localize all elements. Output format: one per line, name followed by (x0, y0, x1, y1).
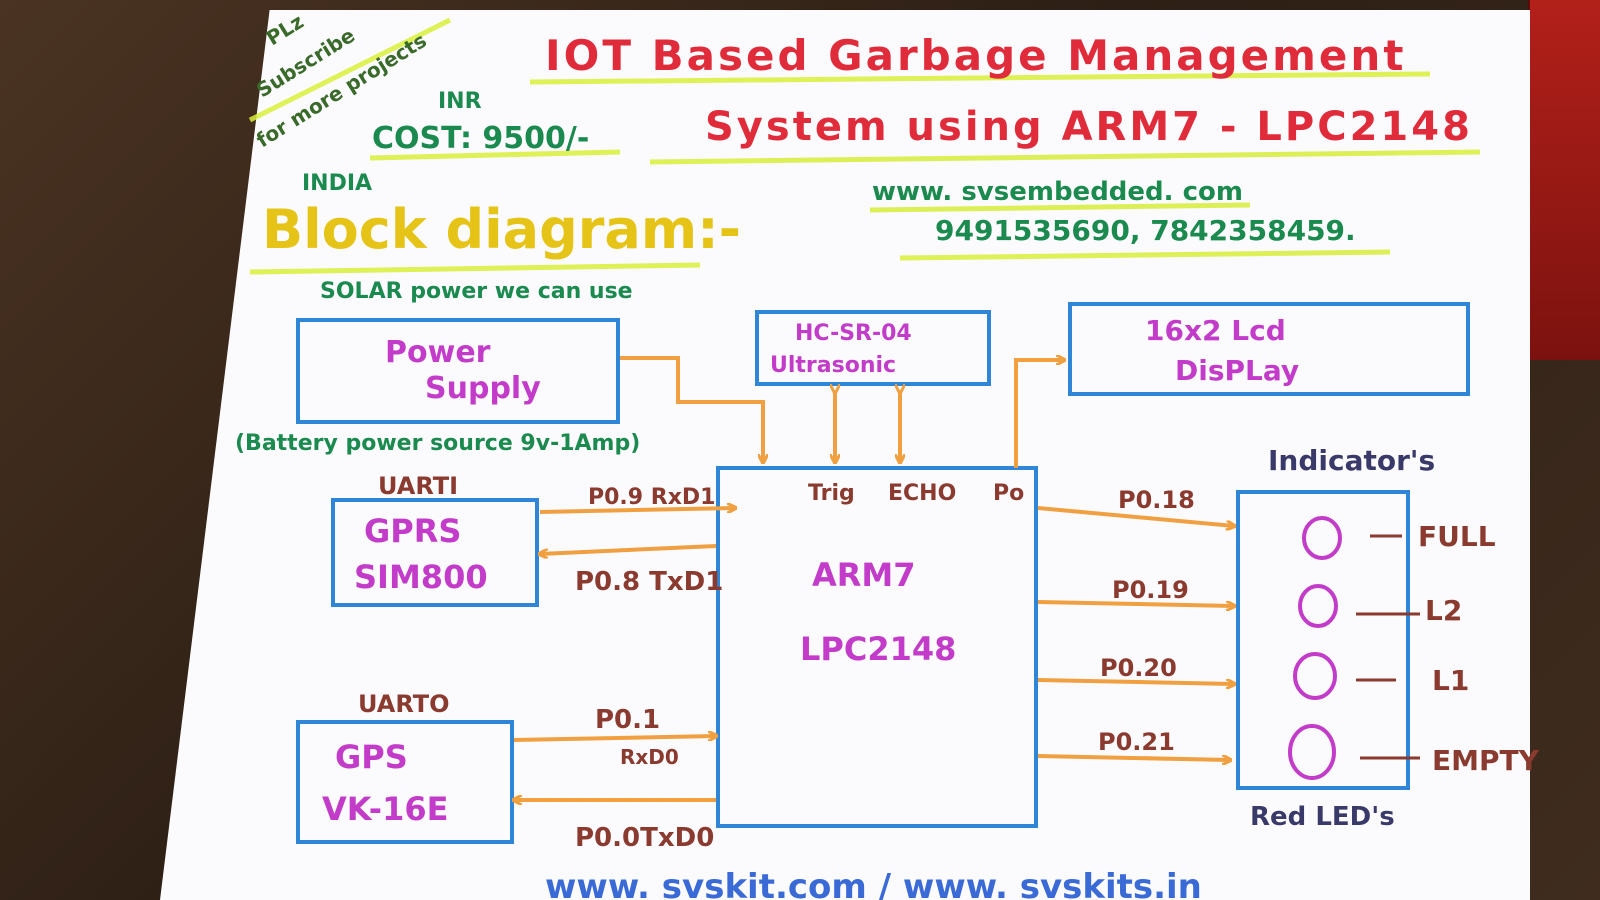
section-title: Block diagram:- (262, 198, 741, 261)
signal-led-l2: P0.19 (1112, 576, 1189, 604)
led-l1-icon (1295, 654, 1335, 698)
cost-country: INDIA (302, 171, 372, 196)
mcu-label2: LPC2148 (800, 630, 956, 668)
lcd-label2: DisPLay (1175, 354, 1299, 387)
signal-gprs-rx: P0.9 RxD1 (588, 485, 715, 510)
gprs-label2: SIM800 (354, 558, 488, 596)
arrow-gps-rx (514, 736, 716, 740)
gprs-uart-label: UARTI (378, 472, 458, 500)
signal-gps-rx-pin: P0.1 (595, 705, 660, 735)
signal-gprs-tx: P0.8 TxD1 (575, 567, 723, 597)
signal-led-empty: P0.21 (1098, 728, 1175, 756)
arrow-mcu-to-lcd (1016, 360, 1064, 468)
corner-note-line1: PLz (262, 9, 308, 50)
solar-note: SOLAR power we can use (320, 279, 633, 304)
title-line2: System using ARM7 - LPC2148 (705, 104, 1473, 150)
arrow-gprs-tx (540, 546, 716, 554)
mcu-pin-po: Po (993, 481, 1024, 506)
gps-label2: VK-16E (322, 790, 448, 828)
mcu-label1: ARM7 (812, 556, 916, 594)
gps-label1: GPS (335, 738, 408, 776)
signal-led-l1: P0.20 (1100, 654, 1177, 682)
power-supply-label2: Supply (425, 371, 541, 406)
signal-gps-rx-label: RxD0 (620, 745, 679, 769)
cost-label: COST: 9500/- (372, 121, 589, 156)
level-l2: L2 (1425, 594, 1462, 627)
signal-gps-tx: P0.0TxD0 (575, 823, 714, 853)
indicators-caption: Red LED's (1250, 802, 1395, 832)
lcd-label1: 16x2 Lcd (1145, 314, 1286, 347)
mcu-pin-trig: Trig (808, 481, 855, 506)
level-full: FULL (1418, 520, 1496, 553)
indicators-title: Indicator's (1268, 444, 1435, 477)
phone-numbers: 9491535690, 7842358459. (935, 214, 1356, 247)
website: www. svsembedded. com (872, 177, 1243, 207)
gps-uart-label: UARTO (358, 690, 450, 718)
gprs-label1: GPRS (364, 512, 461, 550)
cost-currency: INR (438, 89, 482, 114)
led-l2-icon (1300, 586, 1336, 626)
level-empty: EMPTY (1432, 744, 1540, 777)
footer-websites: www. svskit.com / www. svskits.in (545, 867, 1202, 900)
ultrasonic-label2: Ultrasonic (770, 353, 896, 378)
signal-led-full: P0.18 (1118, 486, 1195, 514)
led-leads (1356, 536, 1420, 758)
power-supply-note: (Battery power source 9v-1Amp) (235, 431, 640, 456)
ultrasonic-label1: HC-SR-04 (795, 321, 912, 346)
power-supply-label1: Power (385, 335, 491, 370)
arrow-power-to-mcu (620, 358, 763, 462)
mcu-pin-echo: ECHO (888, 481, 956, 506)
title-line1: IOT Based Garbage Management (545, 31, 1406, 80)
led-empty-icon (1290, 726, 1334, 778)
led-indicators (1290, 518, 1340, 778)
arrow-led-empty (1038, 756, 1230, 760)
level-l1: L1 (1432, 664, 1469, 697)
led-full-icon (1304, 518, 1340, 558)
